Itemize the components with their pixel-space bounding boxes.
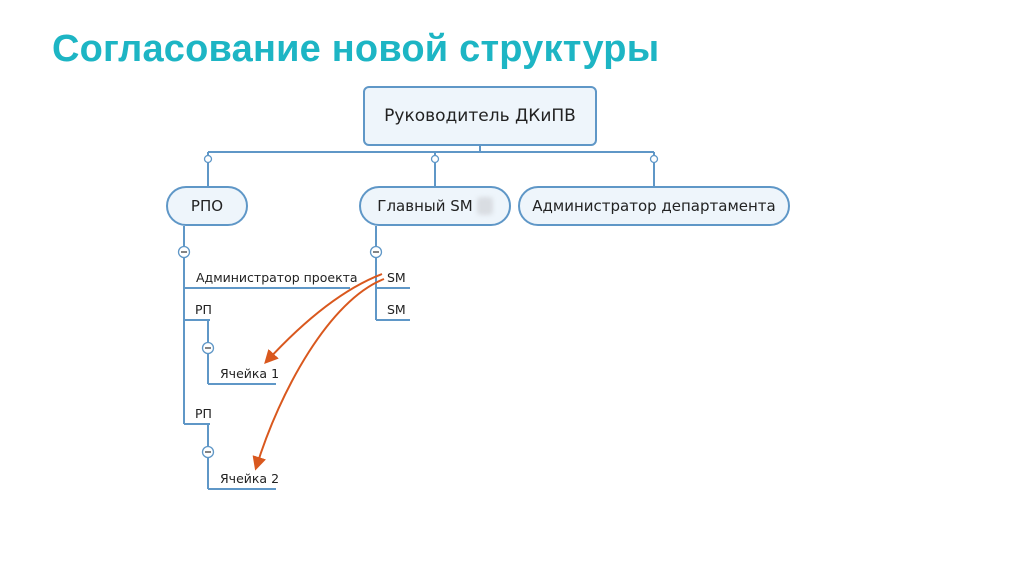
cell1-label: Ячейка 1: [220, 366, 280, 381]
sm2-label: SM: [387, 302, 406, 317]
admin-dept-label: Администратор департамента: [532, 197, 776, 215]
redacted-blur: [476, 197, 493, 215]
collapse-icon: [369, 245, 383, 259]
junction-dot: [203, 154, 213, 164]
sm1-label: SM: [387, 270, 406, 285]
cell2-label: Ячейка 2: [220, 471, 280, 486]
rpo-node: РПО: [166, 186, 248, 226]
rp2-label: РП: [195, 406, 212, 421]
collapse-toggles: [177, 245, 383, 459]
junction-dot: [649, 154, 659, 164]
collapse-icon: [201, 341, 215, 355]
collapse-icon: [201, 445, 215, 459]
rpo-label: РПО: [190, 197, 224, 215]
chief-sm-label: Главный SM: [377, 197, 473, 215]
root-label: Руководитель ДКиПВ: [384, 106, 576, 126]
rp1-label: РП: [195, 302, 212, 317]
chief-sm-node: Главный SM: [359, 186, 511, 226]
admin-dept-node: Администратор департамента: [518, 186, 790, 226]
arrow-sm-to-cell2: [252, 278, 385, 471]
junction-dot: [430, 154, 440, 164]
arrow-sm-to-cell1: [264, 273, 383, 365]
project-admin-label: Администратор проекта: [196, 270, 358, 285]
slide-title: Согласование новой структуры: [52, 28, 660, 70]
collapse-icon: [177, 245, 191, 259]
root-node: Руководитель ДКиПВ: [363, 86, 597, 146]
